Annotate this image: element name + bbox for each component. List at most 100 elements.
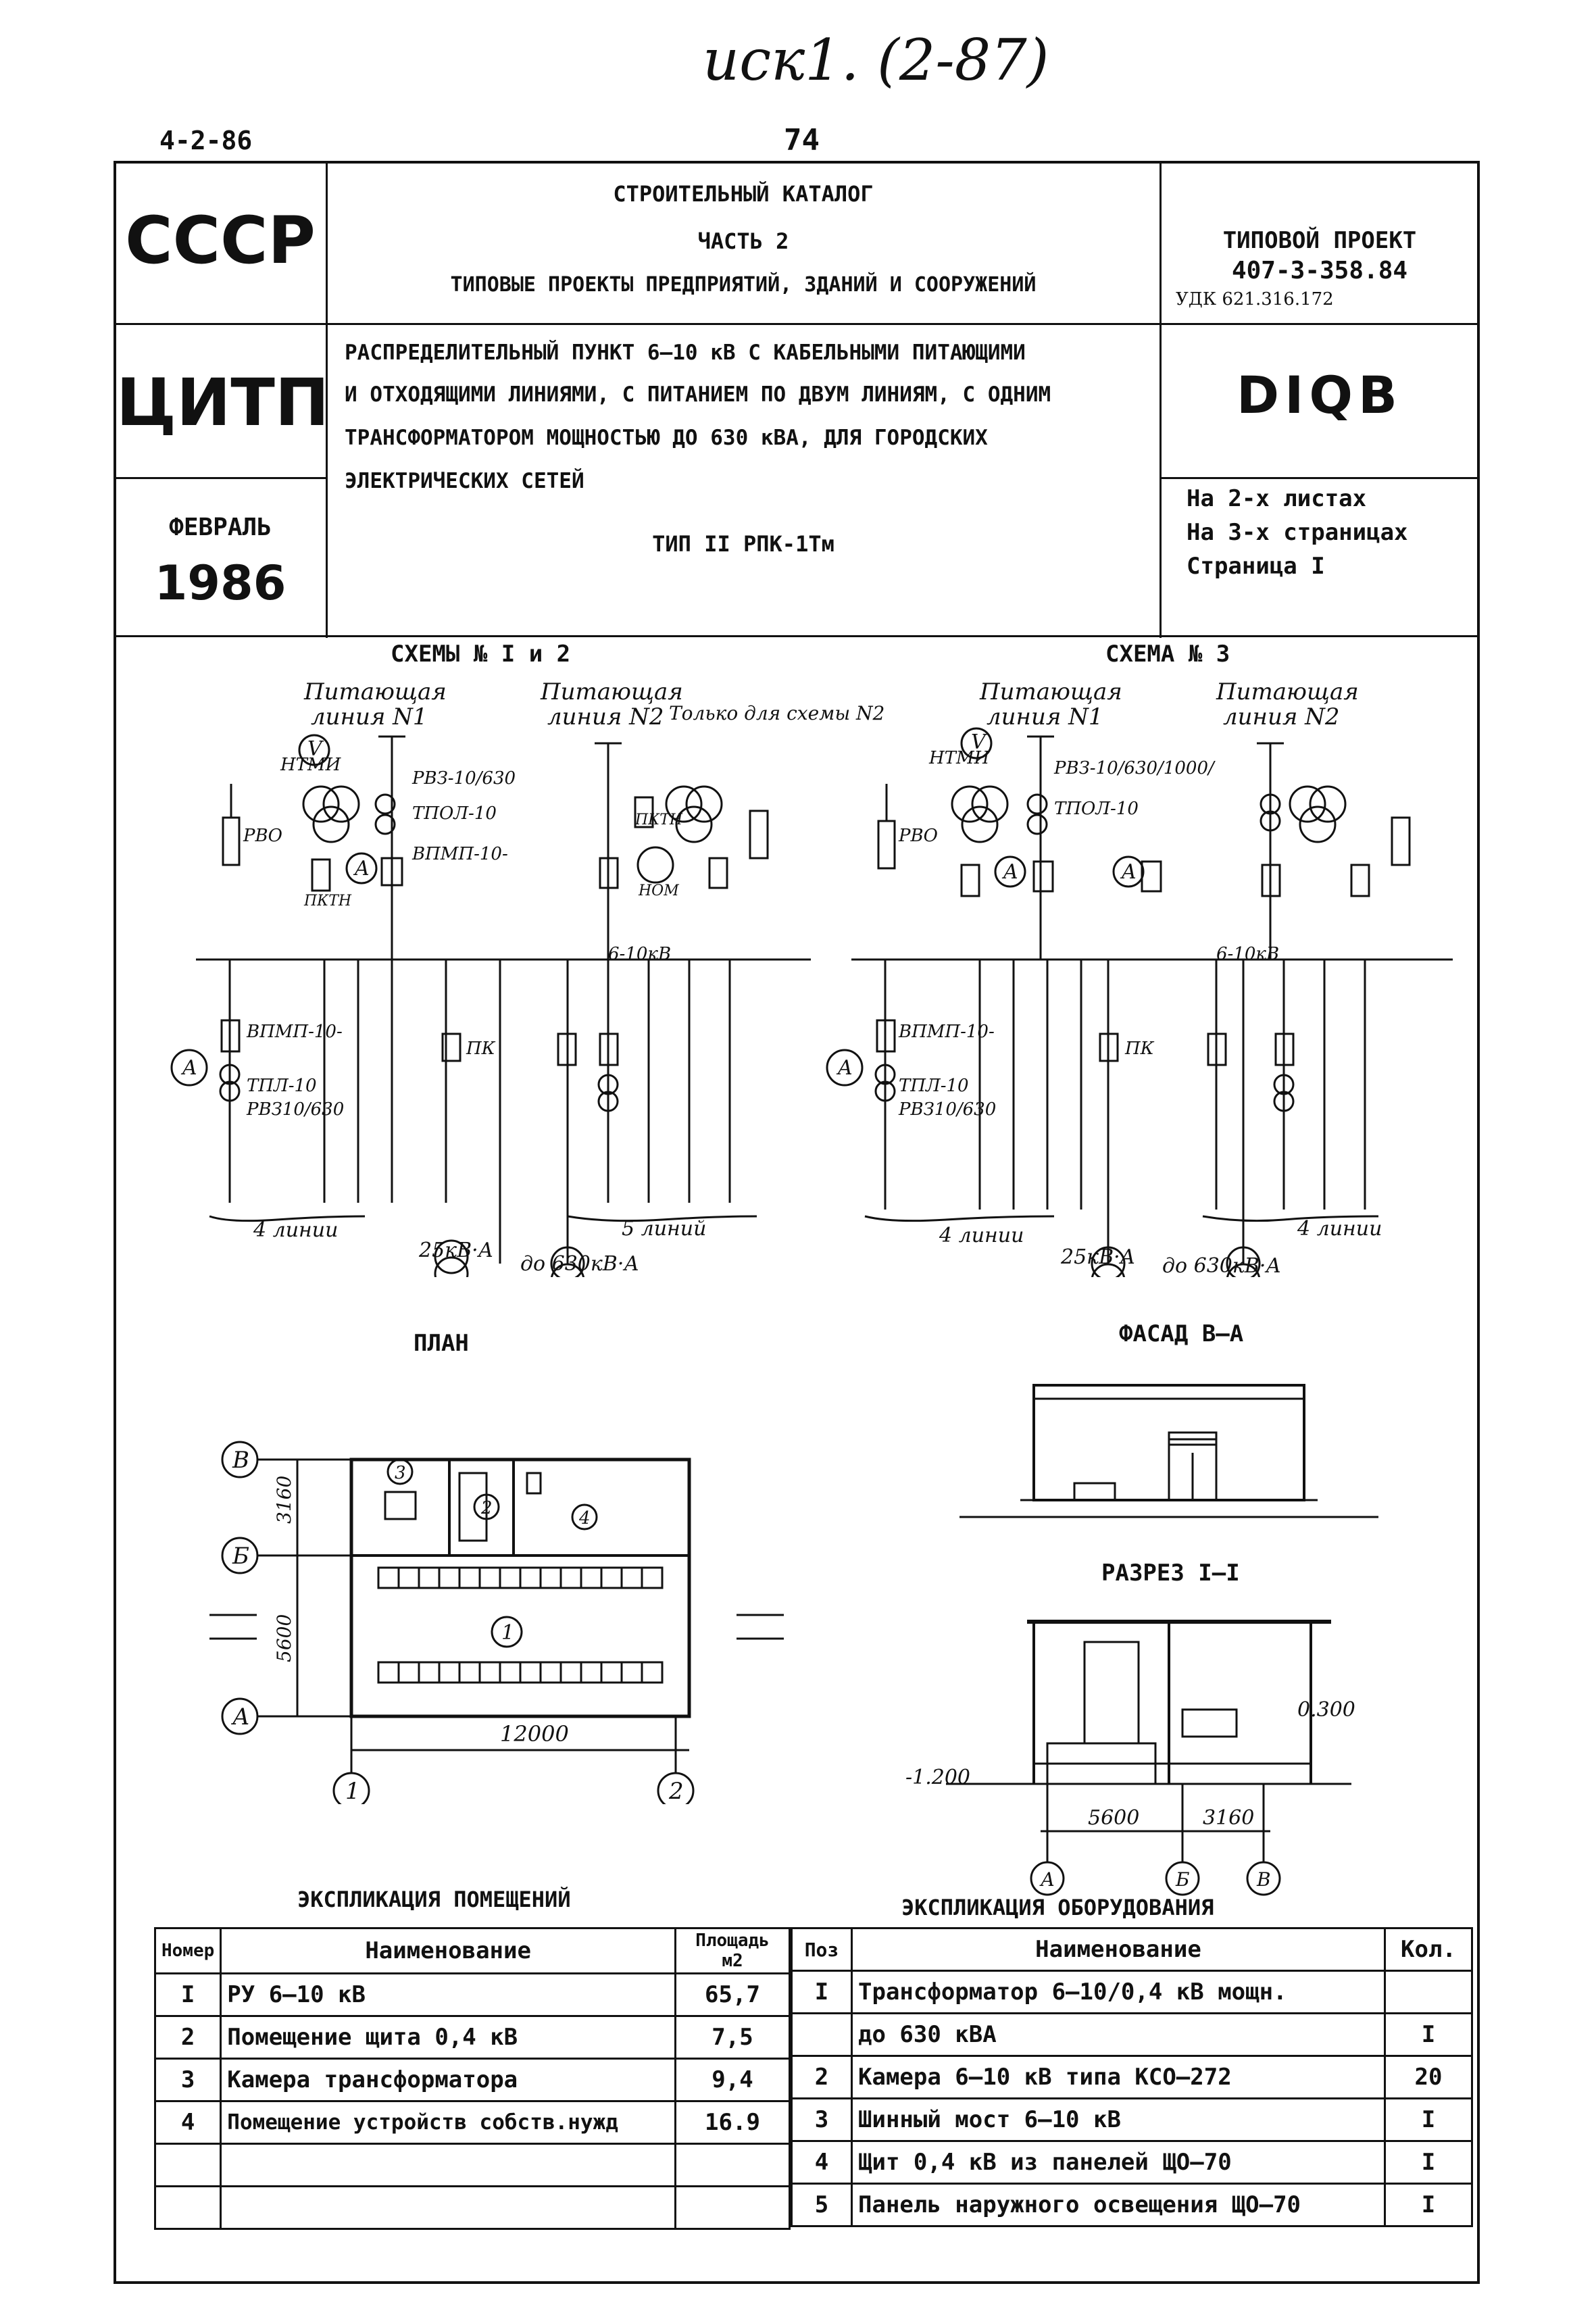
rooms-table-title: ЭКСПЛИКАЦИЯ ПОМЕЩЕНИЙ (297, 1887, 571, 1912)
svg-text:ПК: ПК (466, 1039, 496, 1059)
svg-text:4 линии: 4 линии (1297, 1217, 1382, 1241)
pages-count: На 3-х страницах (1187, 519, 1408, 546)
svg-text:РВЗ-10/630: РВЗ-10/630 (412, 768, 516, 789)
room-area: 9,4 (674, 2058, 791, 2102)
room-name: Камера трансформатора (220, 2058, 676, 2102)
equipment-pos (791, 2012, 853, 2057)
section-mark-1: -1.200 (905, 1766, 970, 1789)
equipment-pos: 3 (791, 2097, 853, 2142)
svg-text:НТМИ: НТМИ (928, 748, 991, 768)
equipment-name: Камера 6–10 кВ типа КСО–272 (851, 2055, 1386, 2099)
plan-dim-a: 3160 (273, 1476, 295, 1524)
svg-text:НОМ: НОМ (638, 882, 679, 899)
svg-text:линия N2: линия N2 (1223, 703, 1340, 730)
svg-text:4 линии: 4 линии (939, 1224, 1024, 1247)
table-row: I РУ 6–10 кВ 65,7 (153, 1972, 791, 2017)
svg-text:РВЗ10/630: РВЗ10/630 (898, 1099, 996, 1120)
table-row: I Трансформатор 6–10/0,4 кВ мощн. (791, 1970, 1473, 2014)
equipment-qty (1384, 1970, 1473, 2014)
equipment-pos: I (791, 1970, 853, 2014)
svg-text:РВЗ10/630: РВЗ10/630 (246, 1099, 344, 1120)
facade-title: ФАСАД В–А (1119, 1320, 1244, 1347)
rooms-table: Номер Наименование Площадь м2 I РУ 6–10 … (153, 1927, 791, 2230)
rooms-header-area: Площадь м2 (674, 1927, 791, 1974)
table-row: 3 Камера трансформатора 9,4 (153, 2058, 791, 2102)
month: ФЕВРАЛЬ (169, 514, 272, 541)
axis-label-b: Б (232, 1543, 249, 1570)
title-line-1: РАСПРЕДЕЛИТЕЛЬНЫЙ ПУНКТ 6–10 кВ С КАБЕЛЬ… (345, 341, 1026, 365)
table-row: 4 Помещение устройств собств.нужд 16.9 (153, 2100, 791, 2145)
svg-text:V: V (971, 730, 988, 754)
equipment-pos: 2 (791, 2055, 853, 2099)
rooms-header-number: Номер (153, 1927, 222, 1974)
svg-text:РВЗ-10/630/1000/: РВЗ-10/630/1000/ (1053, 758, 1216, 778)
svg-text:линия N1: линия N1 (311, 703, 428, 730)
room-area: 16.9 (674, 2100, 791, 2145)
room-area: 7,5 (674, 2015, 791, 2060)
equipment-qty: I (1384, 2140, 1473, 2185)
table-row: до 630 кВА I (791, 2012, 1473, 2057)
section-dim-1: 5600 (1088, 1806, 1139, 1830)
table-row: 4 Щит 0,4 кВ из панелей ЩО–70 I (791, 2140, 1473, 2185)
section-dim-2: 3160 (1203, 1806, 1254, 1830)
axis-label-1: 1 (345, 1778, 360, 1804)
plan-drawing: В Б А 1 2 12000 3160 5600 3 2 4 1 (209, 1441, 784, 1804)
svg-text:25кВ·А: 25кВ·А (418, 1239, 493, 1262)
equipment-qty: I (1384, 2097, 1473, 2142)
project-label: ТИПОВОЙ ПРОЕКТ (1222, 227, 1417, 254)
svg-text:РВО: РВО (243, 826, 282, 846)
svg-text:2: 2 (480, 1498, 493, 1518)
header-divider (326, 161, 328, 638)
section-mark-2: 0.300 (1297, 1698, 1355, 1722)
plan-dim-total: 12000 (500, 1721, 569, 1747)
room-number: 4 (153, 2100, 222, 2145)
svg-text:4 линии: 4 линии (253, 1218, 338, 1242)
svg-text:В: В (1256, 1868, 1271, 1891)
table-row: 3 Шинный мост 6–10 кВ I (791, 2097, 1473, 2142)
svg-text:Питающая: Питающая (303, 678, 447, 705)
equipment-qty: I (1384, 2012, 1473, 2057)
svg-text:5 линий: 5 линий (622, 1217, 706, 1241)
scheme-3-title: СХЕМА № 3 (1105, 641, 1230, 668)
svg-text:V: V (307, 737, 324, 761)
room-number: 3 (153, 2058, 222, 2102)
facade-drawing (959, 1384, 1378, 1518)
svg-text:ПКТН: ПКТН (634, 812, 683, 828)
org-ussr: СССР (125, 203, 316, 278)
equipment-name: Трансформатор 6–10/0,4 кВ мощн. (851, 1970, 1386, 2014)
svg-text:A: A (180, 1056, 197, 1080)
rooms-header-name: Наименование (220, 1927, 676, 1974)
section-drawing: -1.200 0.300 5600 3160 А Б В (905, 1620, 1355, 1896)
svg-text:Питающая: Питающая (1216, 678, 1359, 705)
svg-text:ТПЛ-10: ТПЛ-10 (247, 1076, 317, 1096)
table-row: 5 Панель наружного освещения ЩО–70 I (791, 2183, 1473, 2227)
org-citp: ЦИТП (116, 365, 330, 441)
axis-label-2: 2 (668, 1778, 684, 1804)
svg-text:ПКТН: ПКТН (303, 893, 352, 910)
schemes-1-2-title: СХЕМЫ № I и 2 (391, 641, 571, 668)
document-date-code: 4-2-86 (159, 126, 253, 155)
svg-text:ТПОЛ-10: ТПОЛ-10 (412, 803, 497, 824)
svg-text:A: A (1001, 860, 1018, 884)
room-number: 2 (153, 2015, 222, 2060)
equipment-name: Панель наружного освещения ЩО–70 (851, 2183, 1386, 2227)
section-title: РАЗРЕЗ I–I (1101, 1560, 1240, 1587)
axis-label-v: В (232, 1447, 249, 1474)
catalog-line-2: ЧАСТЬ 2 (697, 228, 789, 254)
equipment-qty: 20 (1384, 2055, 1473, 2099)
udk-code: УДК 621.316.172 (1176, 289, 1334, 309)
header-divider (114, 323, 1480, 325)
svg-text:6-10кВ: 6-10кВ (1216, 944, 1279, 964)
svg-text:ВПМП-10-: ВПМП-10- (412, 844, 508, 864)
plan-dim-b: 5600 (273, 1614, 295, 1662)
room-area: 65,7 (674, 1972, 791, 2017)
header-divider (1159, 477, 1480, 479)
project-number: 407-3-358.84 (1231, 257, 1408, 284)
handwritten-note: иск1. (2-87) (703, 27, 1049, 93)
equipment-pos: 4 (791, 2140, 853, 2185)
svg-text:3: 3 (395, 1463, 406, 1483)
svg-text:A: A (353, 857, 370, 880)
svg-text:1: 1 (501, 1621, 514, 1645)
svg-text:А: А (1039, 1868, 1055, 1891)
title-line-2: И ОТХОДЯЩИМИ ЛИНИЯМИ, С ПИТАНИЕМ ПО ДВУМ… (345, 382, 1051, 407)
